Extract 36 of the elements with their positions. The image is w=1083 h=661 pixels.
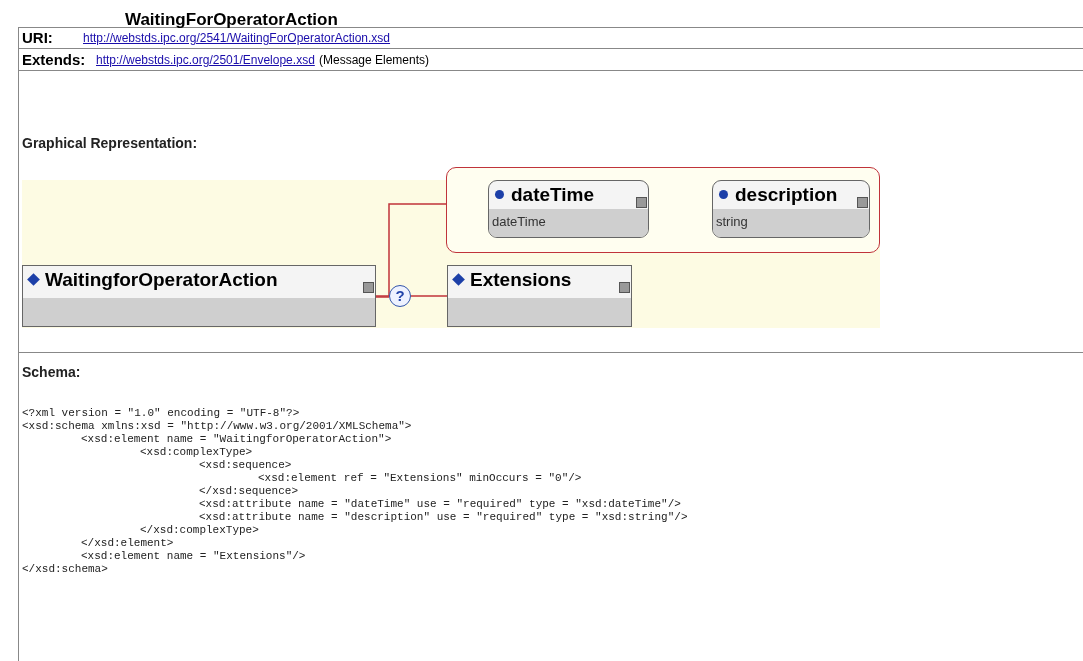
code-line: <?xml version = "1.0" encoding = "UTF-8"?> <box>22 407 300 419</box>
element-name: Extensions <box>470 269 572 291</box>
link: http://webstds.ipc.org/2501/Envelope.xsd <box>96 53 315 67</box>
attribute-group-box <box>446 167 880 253</box>
code-line: <xsd:element name = "Extensions"/> <box>81 550 306 562</box>
element-name: dateTime <box>511 184 595 206</box>
type-name: dateTime <box>492 214 546 229</box>
element-name: description <box>735 184 838 206</box>
code-line: <xsd:schema xmlns:xsd = "http://www.w3.org/2001/XMLSchema"> <box>22 420 412 432</box>
connector-line <box>375 203 447 297</box>
section-heading: Graphical Representation: <box>22 135 198 151</box>
connector-line <box>410 295 448 297</box>
title: WaitingForOperatorAction <box>125 10 338 30</box>
code-line: <xsd:attribute name = "description" use = "required" type = "xsd:string"/> <box>199 511 688 523</box>
element-name: WaitingforOperatorAction <box>45 269 278 291</box>
attribute-box <box>712 180 870 238</box>
code-line: </xsd:complexType> <box>140 524 259 536</box>
type-name: string <box>716 214 748 229</box>
occurrence-mark: ? <box>395 287 405 304</box>
section-heading: Schema: <box>22 364 81 380</box>
code-line: </xsd:sequence> <box>199 485 299 497</box>
field-label: Extends: <box>22 51 86 68</box>
element-box <box>447 265 632 327</box>
code-line: </xsd:element> <box>81 537 174 549</box>
code-line: <xsd:element name = "WaitingforOperatorAction"> <box>81 433 392 445</box>
attribute-box <box>488 180 649 238</box>
code-line: <xsd:sequence> <box>199 459 292 471</box>
field-label: URI: <box>22 29 53 46</box>
element-box <box>22 265 376 327</box>
code-line: <xsd:element ref = "Extensions" minOccurs = "0"/> <box>258 472 582 484</box>
note: (Message Elements) <box>319 53 430 67</box>
link: http://webstds.ipc.org/2541/WaitingForOperatorAction.xsd <box>83 31 391 45</box>
connector-line <box>375 296 390 298</box>
code-line: <xsd:attribute name = "dateTime" use = "required" type = "xsd:dateTime"/> <box>199 498 681 510</box>
code-line: </xsd:schema> <box>22 563 108 575</box>
code-line: <xsd:complexType> <box>140 446 253 458</box>
